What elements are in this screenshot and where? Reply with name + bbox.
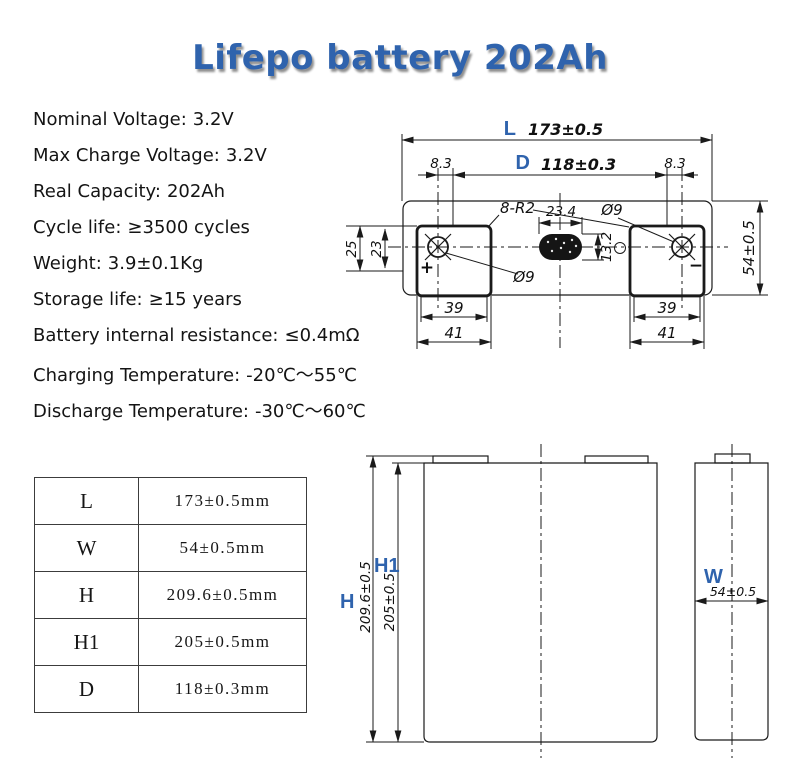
spec-label: Max Charge Voltage: <box>33 145 220 166</box>
dim-value-D: 118±0.3 <box>541 155 616 174</box>
positive-mark: + <box>420 258 434 278</box>
dim-offset-right: 8.3 <box>664 156 685 172</box>
negative-terminal-pad: − <box>628 224 706 298</box>
dim-length-L: L 173±0.5 <box>401 118 713 201</box>
spec-value: 3.2V <box>225 145 267 166</box>
spec-internal-resistance: Battery internal resistance:≤0.4mΩ <box>33 325 366 361</box>
dim-edge-offsets: 25 23 <box>344 225 417 272</box>
dim-letter-D: D <box>516 152 530 174</box>
front-left-terminal <box>432 455 489 464</box>
spec-value: ≤0.4mΩ <box>284 325 360 346</box>
dim-value-41-right: 41 <box>657 324 676 342</box>
battery-body-outline <box>402 200 713 296</box>
callout-diameter-bottom: Ø9 <box>445 252 535 286</box>
positive-terminal-pad: + <box>415 224 493 298</box>
side-body-outline <box>694 462 769 741</box>
spec-discharge-temperature: Discharge Temperature:-30℃～60℃ <box>33 397 366 433</box>
front-view: H 209.6±0.5 H1 205±0.5 <box>340 444 658 758</box>
dim-value-vent-width: 23.4 <box>546 204 576 220</box>
dim-pitch-D: D 118±0.3 8.3 8.3 <box>418 152 698 226</box>
dim-letter-W: W <box>704 566 723 588</box>
dim-param: H <box>34 571 139 619</box>
dim-param: H1 <box>34 618 139 666</box>
spec-label: Storage life: <box>33 289 143 310</box>
spec-label: Nominal Voltage: <box>33 109 187 130</box>
spec-value: -20℃～55℃ <box>246 365 357 386</box>
dim-value-39-right: 39 <box>657 299 676 317</box>
spec-value: ≥15 years <box>148 289 242 310</box>
spec-list: Nominal Voltage:3.2V Max Charge Voltage:… <box>33 109 366 433</box>
dim-value-W: 54±0.5 <box>710 584 756 599</box>
dim-value: 205±0.5mm <box>138 618 307 666</box>
front-body-outline <box>423 462 658 743</box>
top-view-drawing: L 173±0.5 D 118±0.3 8.3 8.3 54±0.5 + − <box>344 118 768 349</box>
dim-value-39-left: 39 <box>444 299 463 317</box>
spec-value: 3.9±0.1Kg <box>107 253 204 274</box>
dim-left-pad: 39 41 <box>416 296 492 349</box>
dim-value: 209.6±0.5mm <box>138 571 307 619</box>
dim-value-H: 209.6±0.5 <box>358 561 374 632</box>
dim-value: 118±0.3mm <box>138 665 307 713</box>
spec-cycle-life: Cycle life:≥3500 cycles <box>33 217 366 253</box>
dim-right-pad: 39 41 <box>629 296 705 349</box>
spec-label: Weight: <box>33 253 102 274</box>
dim-value-25: 25 <box>344 240 360 257</box>
corner-radius-label: 8-R2 <box>500 199 535 217</box>
dim-letter-L: L <box>504 118 516 140</box>
spec-label: Battery internal resistance: <box>33 325 279 346</box>
spec-value: ≥3500 cycles <box>127 217 250 238</box>
spec-real-capacity: Real Capacity:202Ah <box>33 181 366 217</box>
dim-value-L: 173±0.5 <box>528 120 603 139</box>
dim-param: W <box>34 524 139 572</box>
front-right-terminal <box>584 455 649 464</box>
spec-storage-life: Storage life:≥15 years <box>33 289 366 325</box>
dim-value: 173±0.5mm <box>138 477 307 525</box>
dim-value-vent-height: 13.2 <box>599 232 615 262</box>
spec-max-charge-voltage: Max Charge Voltage:3.2V <box>33 145 366 181</box>
callout-diameter-top: Ø9 <box>600 201 675 243</box>
front-side-view-drawing: H 209.6±0.5 H1 205±0.5 W 54±0.5 <box>340 444 769 758</box>
dim-offset-left: 8.3 <box>430 156 451 172</box>
dim-value-23: 23 <box>369 240 385 257</box>
diameter-label-bottom: Ø9 <box>512 268 534 286</box>
dim-value-H1: 205±0.5 <box>382 573 398 632</box>
dim-vent-height: 13.2 <box>582 232 615 262</box>
spec-charging-temperature: Charging Temperature:-20℃～55℃ <box>33 361 366 397</box>
dim-value-41-left: 41 <box>444 324 463 342</box>
small-hole <box>614 242 626 254</box>
spec-label: Charging Temperature: <box>33 365 241 386</box>
spec-label: Discharge Temperature: <box>33 401 249 422</box>
vent-hole <box>539 234 626 260</box>
negative-mark: − <box>689 256 703 276</box>
dim-letter-H: H <box>340 591 354 613</box>
side-view: W 54±0.5 <box>694 444 769 758</box>
dim-param: D <box>34 665 139 713</box>
page-title: Lifepo battery 202Ah <box>192 38 608 78</box>
spec-label: Real Capacity: <box>33 181 161 202</box>
dim-width-54: 54±0.5 <box>712 200 768 296</box>
spec-value: 3.2V <box>192 109 234 130</box>
callout-corner-radius: 8-R2 <box>487 199 630 228</box>
dim-letter-H1: H1 <box>374 555 400 577</box>
dim-value-width: 54±0.5 <box>740 220 758 276</box>
dim-param: L <box>34 477 139 525</box>
spec-nominal-voltage: Nominal Voltage:3.2V <box>33 109 366 145</box>
spec-weight: Weight:3.9±0.1Kg <box>33 253 366 289</box>
spec-value: 202Ah <box>166 181 226 202</box>
spec-value: -30℃～60℃ <box>254 401 366 422</box>
diameter-label-top: Ø9 <box>600 201 622 219</box>
dim-value: 54±0.5mm <box>138 524 307 572</box>
spec-label: Cycle life: <box>33 217 122 238</box>
